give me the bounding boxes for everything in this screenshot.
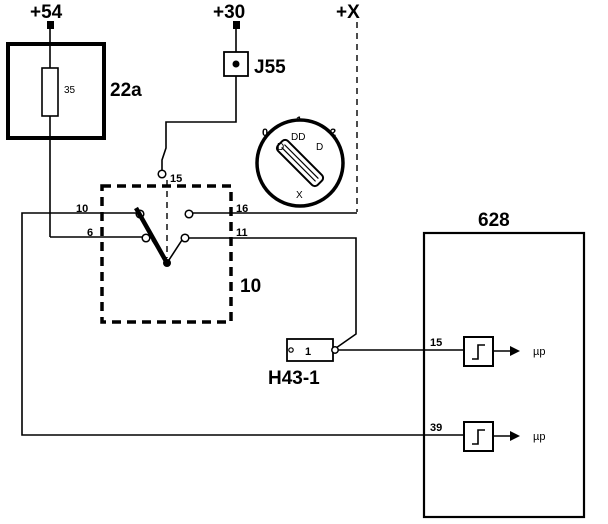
switch-contact-16 <box>184 209 194 219</box>
output-arrow-39 <box>510 431 520 441</box>
supply-plus54-label: +54 <box>30 2 63 23</box>
connector-j55-label: J55 <box>254 57 286 78</box>
switch-pin-10-label: 10 <box>76 203 88 215</box>
fuse-label: 22a <box>110 80 142 101</box>
switch-link-11 <box>166 239 183 264</box>
switch-contact-15 <box>157 169 167 179</box>
module-628-label: 628 <box>478 210 510 231</box>
switch-pin-11-label: 11 <box>236 227 248 239</box>
key-blade <box>275 138 325 188</box>
connector-h43-label: H43-1 <box>268 368 320 389</box>
key-mark-d-left: D <box>277 142 284 153</box>
key-mark-d-right: D <box>316 142 323 153</box>
switch-pin-16-label: 16 <box>236 203 248 215</box>
connector-h43-pin: 1 <box>305 346 311 358</box>
fuse-rating: 35 <box>64 85 76 96</box>
fuse-box-22a <box>6 42 106 140</box>
ignition-switch-label: 10 <box>240 276 261 297</box>
wire-pin10-to-input39 <box>21 212 424 436</box>
connector-h43-latch <box>288 347 294 353</box>
switch-contact-6 <box>141 233 151 243</box>
schmitt-symbol-39 <box>472 429 485 445</box>
schmitt-symbol-15 <box>472 344 485 360</box>
module-input-pin-39: 39 <box>430 422 442 434</box>
wire-j55-to-pin15 <box>161 76 237 170</box>
key-position-0: 0 <box>262 127 268 139</box>
module-output-15: µp <box>533 346 545 358</box>
module-input-pin-15: 15 <box>430 337 442 349</box>
key-mark-d-mid: DD <box>291 132 305 143</box>
connector-h43-pin-contact <box>331 346 339 354</box>
connector-j55-pin <box>232 60 240 68</box>
terminal-plus30 <box>233 21 240 29</box>
terminal-plus54 <box>47 21 54 29</box>
key-mark-bottom: X <box>296 190 303 201</box>
switch-pin-6-label: 6 <box>87 227 93 239</box>
module-output-39: µp <box>533 431 545 443</box>
fuse-element <box>41 67 59 117</box>
switch-pin-15-label: 15 <box>170 173 182 185</box>
switch-contact-11 <box>180 233 190 243</box>
switch-link-6 <box>151 239 168 264</box>
module-628-box <box>422 231 586 519</box>
wire-pin11-to-h43 <box>189 237 357 349</box>
supply-plusx-label: +X <box>336 2 360 23</box>
output-arrow-15 <box>510 346 520 356</box>
supply-plus30-label: +30 <box>213 2 245 23</box>
